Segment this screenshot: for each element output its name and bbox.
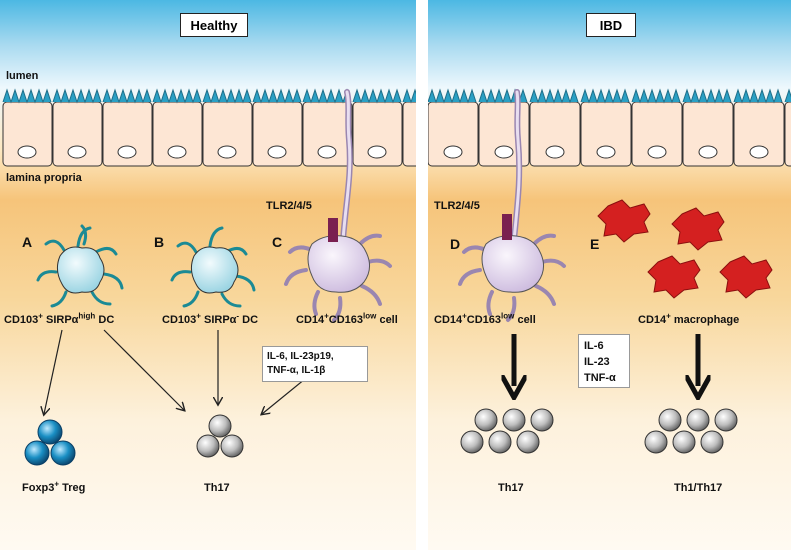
cytokine-line: TNF-α, IL-1β xyxy=(267,365,326,376)
healthy-title: Healthy xyxy=(180,13,248,37)
macrophage-cell xyxy=(597,199,651,243)
lumen-label: lumen xyxy=(6,70,39,82)
th17-label: Th17 xyxy=(204,482,230,494)
cell-d-label: CD14+CD163low cell xyxy=(434,311,536,326)
healthy-diagram-graphics xyxy=(2,88,416,466)
thick-arrows xyxy=(514,334,698,386)
letter-a: A xyxy=(22,234,33,250)
th17-cells xyxy=(460,408,554,454)
epithelial-cell xyxy=(529,101,581,167)
epithelial-cell xyxy=(580,101,632,167)
epithelial-cell xyxy=(428,101,479,167)
healthy-cytokine-box: IL-6, IL-23p19, TNF-α, IL-1β xyxy=(262,346,368,382)
epithelial-cell xyxy=(402,101,416,167)
epithelium xyxy=(428,101,791,167)
macrophage-cell xyxy=(719,255,773,299)
th17-label: Th17 xyxy=(498,482,524,494)
tlr-receptor xyxy=(502,214,512,240)
cd14-cell-d xyxy=(458,214,566,322)
healthy-panel: Healthy lumen lamina propria TLR2/4/5 A … xyxy=(0,0,416,550)
letter-b: B xyxy=(154,234,165,250)
epithelial-cell xyxy=(202,101,253,167)
macrophages xyxy=(597,199,773,299)
treg-label: Foxp3+ Treg xyxy=(22,479,86,494)
epithelial-cell xyxy=(152,101,203,167)
microvilli xyxy=(2,88,416,104)
microvilli xyxy=(428,88,791,104)
ibd-panel: IBD TLR2/4/5 D E CD14+CD163low cell CD14… xyxy=(428,0,791,550)
dc-a-cell xyxy=(36,224,124,308)
lamina-propria-label: lamina propria xyxy=(6,172,82,184)
th1-th17-cells xyxy=(644,408,738,454)
epithelial-cell xyxy=(302,101,353,167)
epithelial-cell xyxy=(733,101,785,167)
cd14-cell-c xyxy=(284,218,392,322)
epithelial-cell xyxy=(784,101,791,167)
epithelial-cell xyxy=(631,101,683,167)
cell-c-label: CD14+CD163low cell xyxy=(296,311,398,326)
ibd-diagram-graphics xyxy=(428,88,791,454)
epithelial-cell xyxy=(252,101,303,167)
ibd-title: IBD xyxy=(586,13,636,37)
tlr-receptor xyxy=(328,218,338,242)
th1-th17-label: Th1/Th17 xyxy=(674,482,723,494)
letter-e: E xyxy=(590,236,600,252)
macrophage-cell xyxy=(647,255,701,299)
letter-d: D xyxy=(450,236,461,252)
epithelial-cell xyxy=(2,101,53,167)
cell-e-label: CD14+ macrophage xyxy=(638,311,740,326)
cytokine-line: IL-6 xyxy=(584,340,604,352)
cytokine-line: TNF-α xyxy=(584,372,616,384)
cytokine-line: IL-23 xyxy=(584,356,610,368)
treg-cells xyxy=(24,419,76,466)
letter-c: C xyxy=(272,234,283,250)
ibd-cytokine-box: IL-6 IL-23 TNF-α xyxy=(578,334,630,388)
th17-cells xyxy=(196,414,244,458)
dc-b-cell xyxy=(170,226,256,308)
cell-a-label: CD103+ SIRPαhigh DC xyxy=(4,311,115,326)
macrophage-cell xyxy=(671,207,725,251)
epithelial-cell xyxy=(102,101,153,167)
tlr-label: TLR2/4/5 xyxy=(266,200,312,212)
epithelial-cell xyxy=(52,101,103,167)
epithelial-cell xyxy=(682,101,734,167)
tlr-label: TLR2/4/5 xyxy=(434,200,480,212)
cell-b-label: CD103+ SIRPα- DC xyxy=(162,311,259,326)
cytokine-line: IL-6, IL-23p19, xyxy=(267,351,334,362)
epithelium xyxy=(2,101,416,167)
epithelial-cell xyxy=(352,101,403,167)
